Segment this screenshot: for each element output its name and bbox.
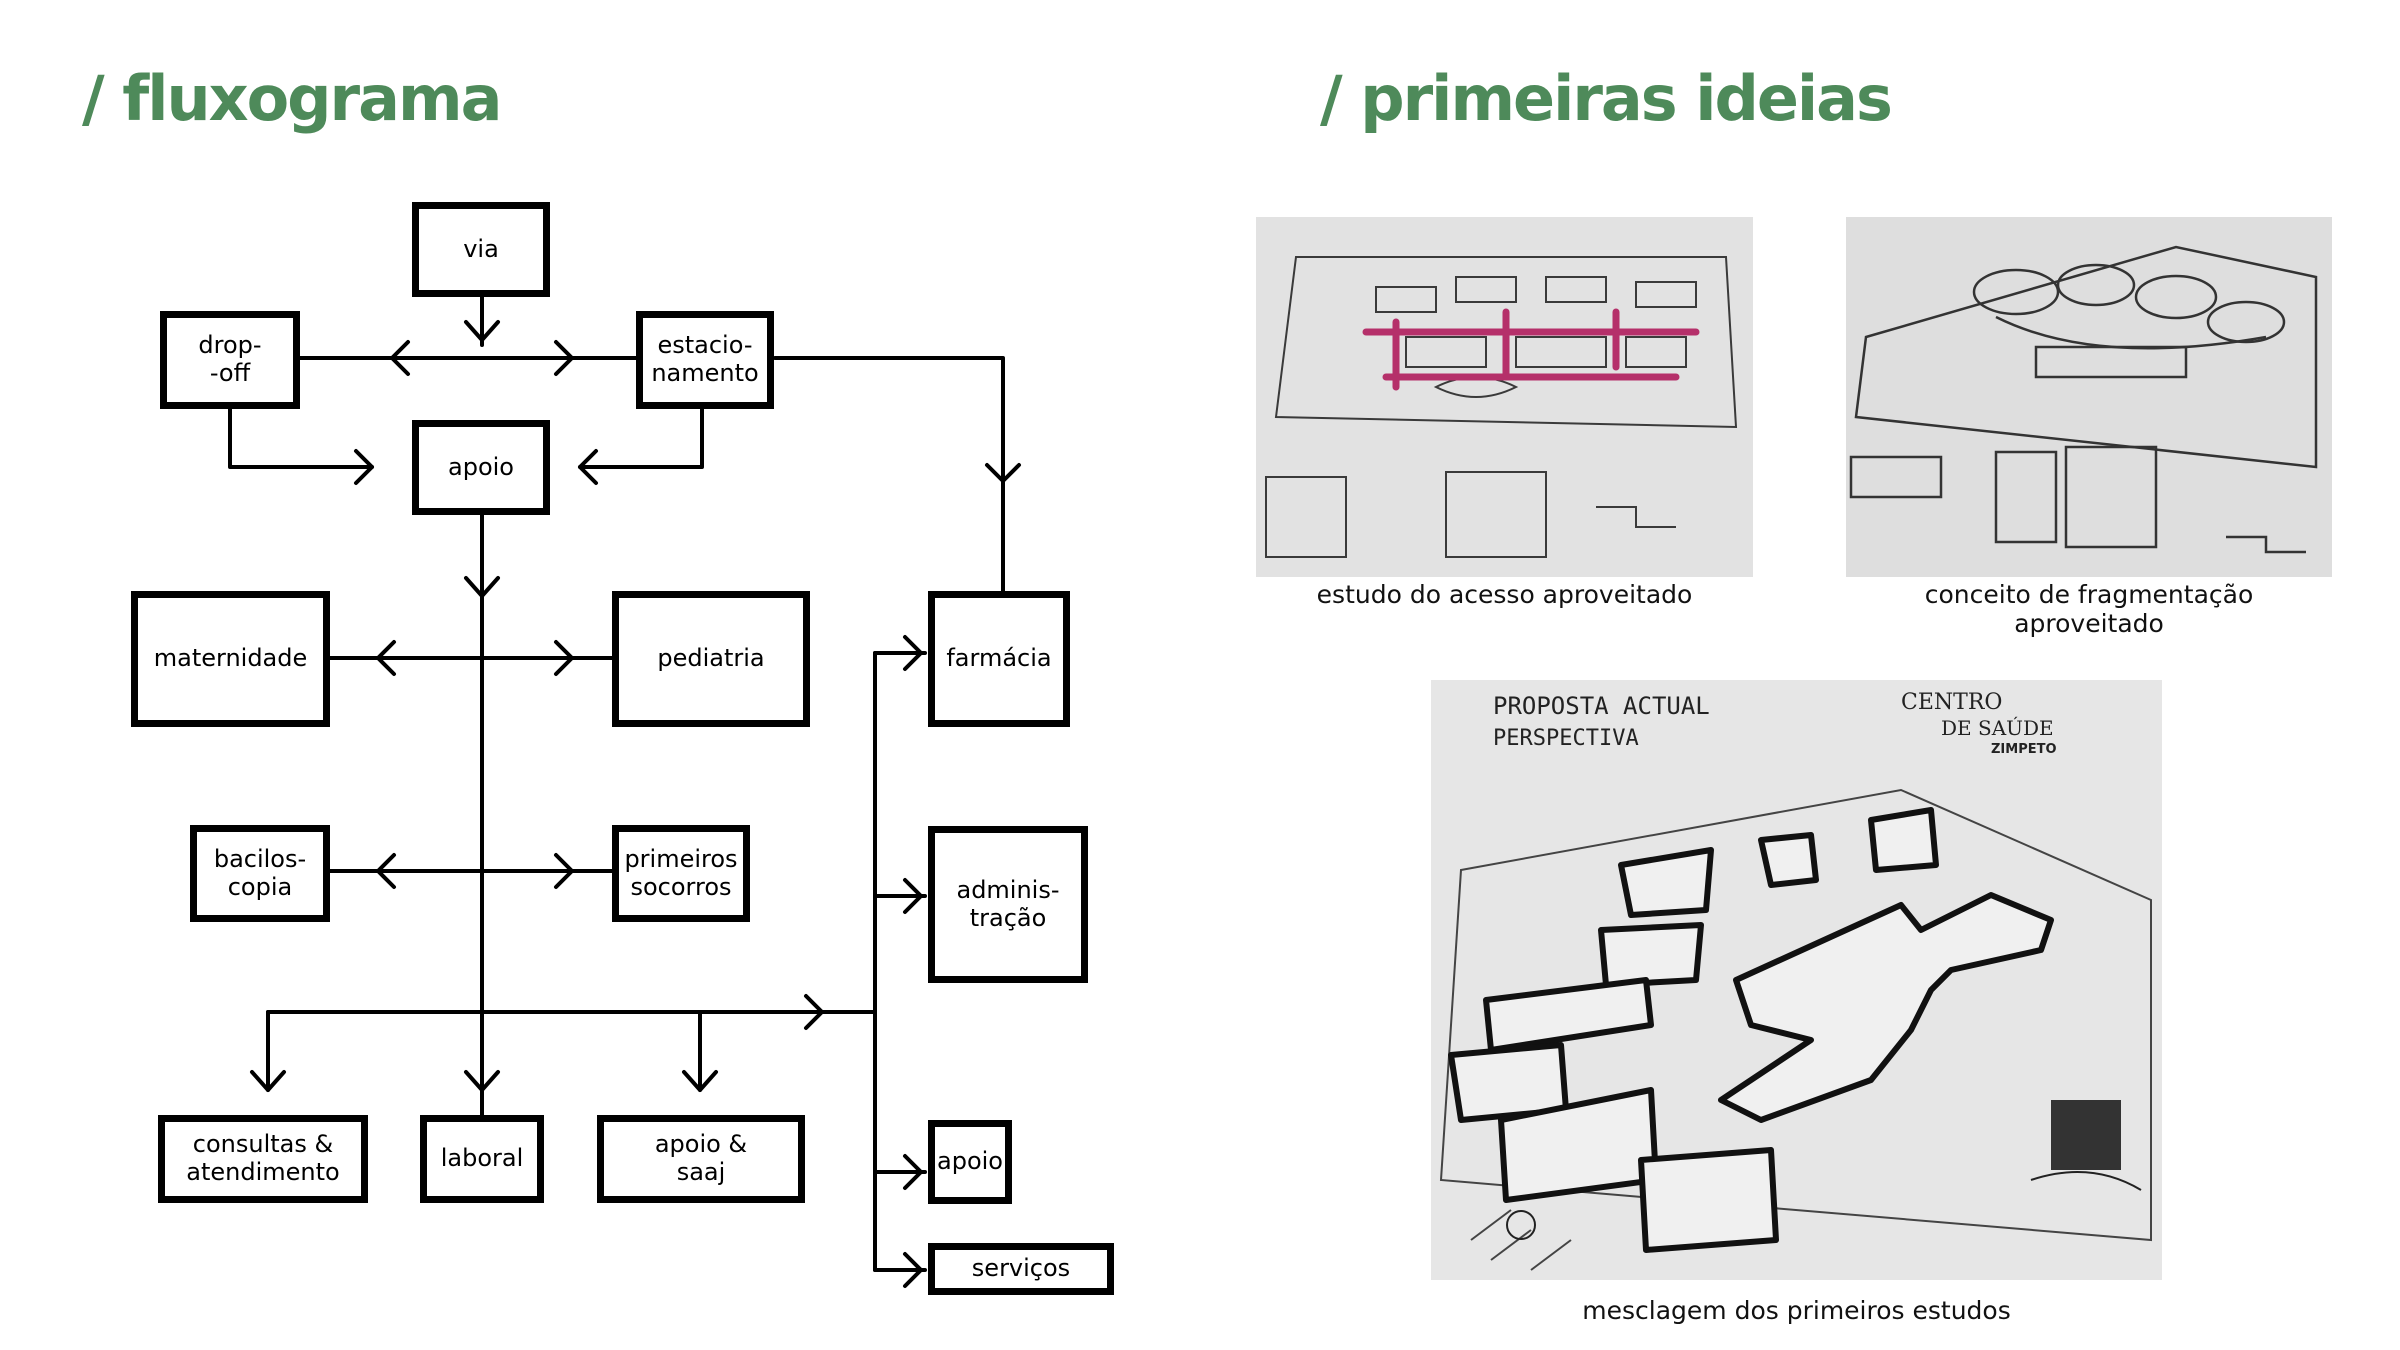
node-consultas: consultas & atendimento [158, 1115, 368, 1203]
node-via: via [412, 202, 550, 297]
sketch-mesclagem-image: PROPOSTA ACTUAL PERSPECTIVA CENTRO DE SA… [1431, 680, 2162, 1280]
node-primeiros-socorros: primeiros socorros [612, 825, 750, 922]
sketch-acesso-image [1256, 217, 1753, 577]
node-servicos: serviços [928, 1243, 1114, 1295]
node-drop-off: drop- -off [160, 311, 300, 409]
node-administracao: adminis- tração [928, 826, 1088, 983]
node-maternidade: maternidade [131, 591, 330, 727]
fluxograma-heading: / fluxograma [82, 62, 502, 135]
node-apoio-top: apoio [412, 420, 550, 515]
sketch-note-subtitle: PERSPECTIVA [1493, 726, 1639, 751]
node-apoio-bottom: apoio [928, 1120, 1012, 1204]
sketch-acesso-caption: estudo do acesso aproveitado [1316, 580, 1693, 609]
sketch-note-title: PROPOSTA ACTUAL [1493, 692, 1710, 720]
sketch-fragmentacao-image [1846, 217, 2332, 577]
primeiras-ideias-heading: / primeiras ideias [1320, 62, 1893, 135]
sketch-note-right-1: CENTRO [1901, 690, 2003, 715]
node-estacionamento: estacio- namento [636, 311, 774, 409]
node-baciloscopia: bacilos- copia [190, 825, 330, 922]
sketch-note-right-3: ZIMPETO [1991, 742, 2057, 757]
node-pediatria: pediatria [612, 591, 810, 727]
node-apoio-saaj: apoio & saaj [597, 1115, 805, 1203]
node-laboral: laboral [420, 1115, 544, 1203]
node-farmacia: farmácia [928, 591, 1070, 727]
sketch-mesclagem-caption: mesclagem dos primeiros estudos [1582, 1296, 2011, 1325]
sketch-fragmentacao-caption: conceito de fragmentação aproveitado [1924, 580, 2254, 638]
sketch-note-right-2: DE SAÚDE [1941, 716, 2054, 740]
